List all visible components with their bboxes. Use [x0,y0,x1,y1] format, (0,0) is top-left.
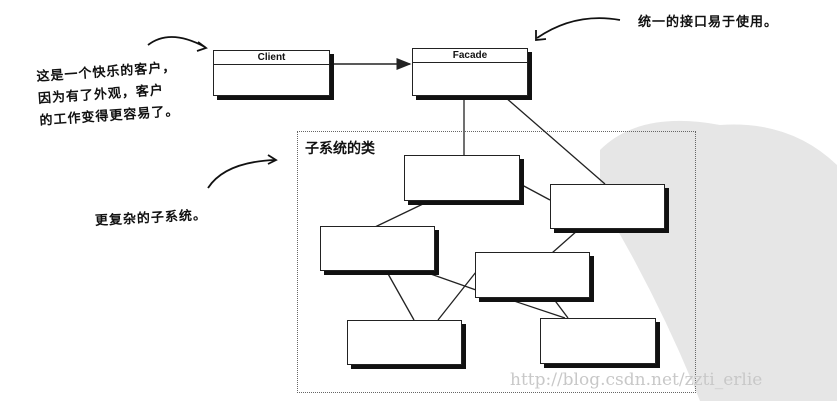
url-watermark: http://blog.csdn.net/zzti_erlie [510,370,763,390]
subsystem-class[interactable] [475,252,590,298]
subsystem-class[interactable] [540,318,656,364]
sub-link-4 [386,271,415,321]
sub-link-7 [504,297,566,319]
sub-link-6 [437,271,477,321]
client-annotation: 这是一个快乐的客户， 因为有了外观，客户 的工作变得更容易了。 [36,57,180,133]
sub-link-8 [552,297,569,319]
facade-annotation: 统一的接口易于使用。 [638,15,779,30]
client-note-arrow [147,36,206,48]
subsystem-class[interactable] [550,184,665,229]
sub-link-2 [521,184,551,201]
sub-link-1 [374,202,426,228]
subsystem-class[interactable] [404,155,520,201]
facade-note-arrow [536,17,621,39]
sub-link-5 [424,271,477,291]
facade-class[interactable]: Facade [412,48,528,96]
facade-link-2 [504,96,606,185]
subsystem-class[interactable] [347,320,462,365]
subsystem-class[interactable] [320,226,435,271]
subsystem-title: 子系统的类 [305,141,375,157]
subsystem-boundary [297,131,696,393]
facade-class-name: Facade [413,49,527,63]
sub-link-3 [551,229,579,254]
subsystem-note-arrow [207,159,276,189]
client-class[interactable]: Client [213,50,330,96]
client-class-name: Client [214,51,329,65]
